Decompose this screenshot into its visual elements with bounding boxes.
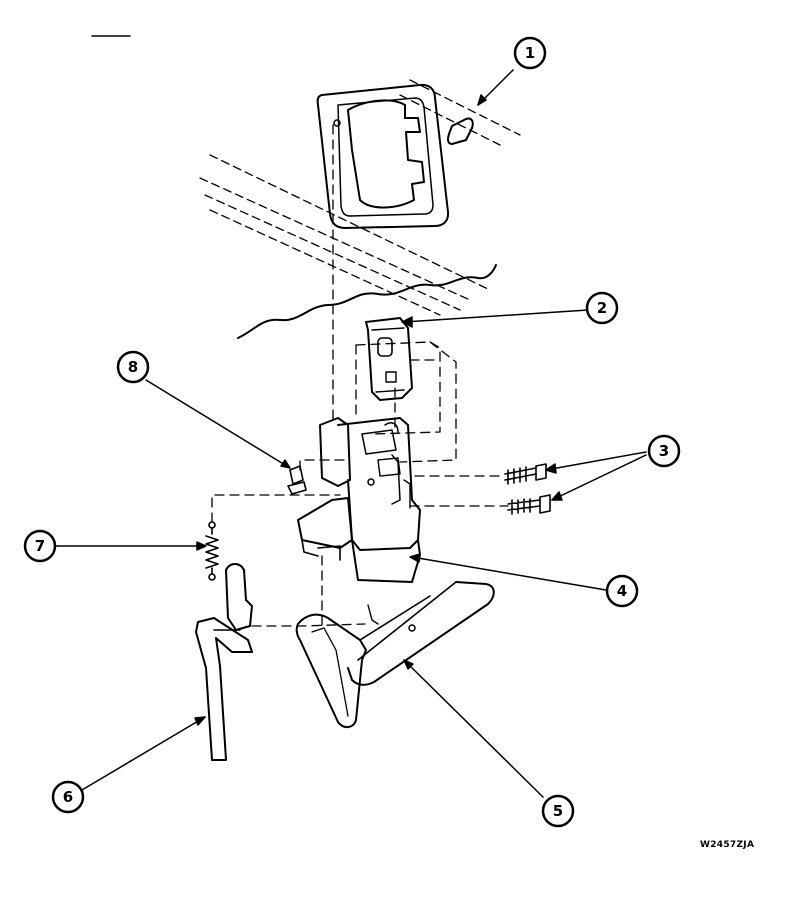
callout-3-label: 3 [659,442,669,460]
callout-1-circle [513,36,547,70]
callout-7-circle [23,529,57,563]
drawing-code: W2457ZJA [700,840,754,850]
leader-lines [53,69,647,798]
callout-1-label: 1 [525,44,535,62]
callout-2-label: 2 [597,299,607,317]
callout-4-label: 4 [617,582,627,600]
cabinet-break-line [237,264,497,339]
part-1-clip [447,117,474,145]
callout-6-label: 6 [63,788,73,806]
part-7-spring [205,521,219,581]
callout-8-label: 8 [128,358,138,376]
assembly-dashed-lines [211,124,509,627]
part-6-actuator-link [195,563,253,761]
part-2-latch-block [365,317,413,401]
part-1-bezel-plate [316,83,450,229]
callout-2-circle [585,291,619,325]
part-4-latch-housing [297,417,421,583]
callout-8-circle [116,350,150,384]
callout-3-circle [647,434,681,468]
part-5-lever-handle [295,581,495,728]
part-3-screws [504,463,551,515]
callout-5-label: 5 [553,802,563,820]
callout-4-circle [605,574,639,608]
callout-circles [23,36,681,828]
part-8-screw [287,465,307,495]
callout-5-circle [541,794,575,828]
callout-7-label: 7 [35,537,45,555]
counter-dashed-lines [199,79,521,316]
callout-6-circle [51,780,85,814]
